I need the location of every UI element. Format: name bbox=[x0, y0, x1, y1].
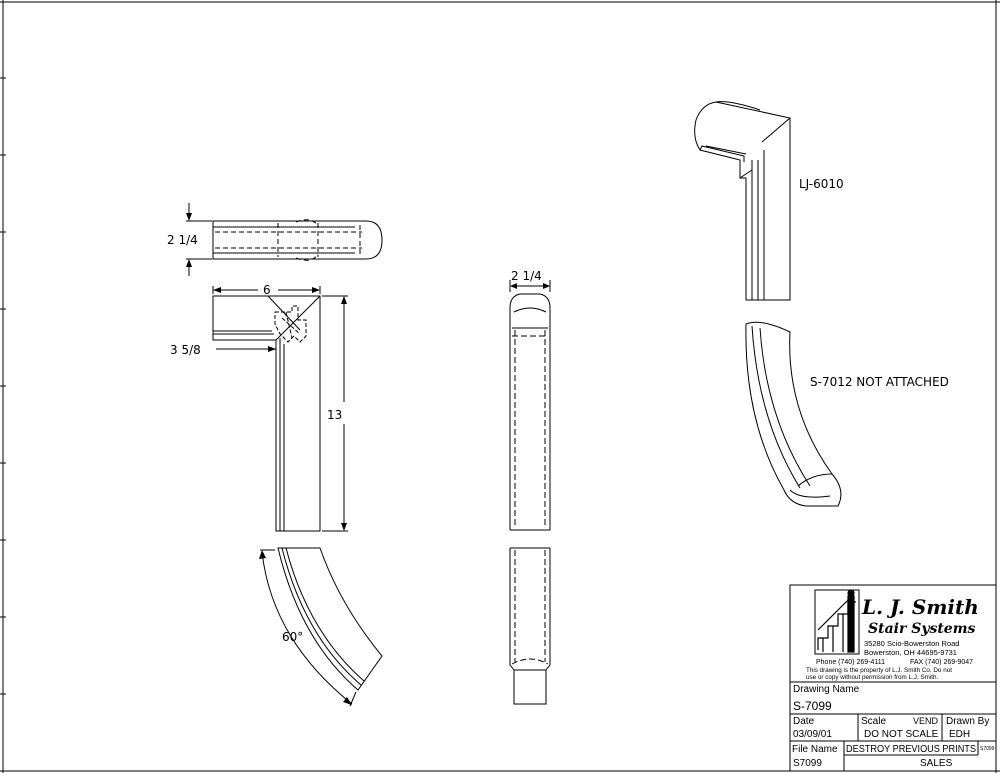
drawing-name-label: Drawing Name bbox=[793, 684, 860, 695]
front-view-arrows bbox=[510, 283, 550, 289]
address-line-1: 35280 Scio-Bowerston Road bbox=[864, 639, 959, 648]
phone: Phone (740) 269-4111 bbox=[816, 659, 885, 666]
brand-name: L. J. Smith bbox=[861, 595, 979, 619]
address-line-2: Bowerston, OH 44695-9731 bbox=[864, 648, 957, 657]
scale-label: Scale bbox=[861, 716, 886, 727]
fax: FAX (740) 269-9047 bbox=[910, 659, 973, 666]
title-block: L. J. Smith Stair Systems 35280 Scio-Bow… bbox=[789, 584, 997, 772]
front-view bbox=[509, 280, 551, 705]
top-view bbox=[186, 203, 383, 276]
side-view bbox=[212, 286, 348, 532]
part-label-s-7012: S-7012 NOT ATTACHED bbox=[810, 375, 949, 389]
drawn-by-label: Drawn By bbox=[946, 716, 989, 727]
brand-subtitle: Stair Systems bbox=[868, 621, 976, 637]
drawing-name: S-7099 bbox=[793, 699, 832, 713]
file-name-label: File Name bbox=[792, 744, 838, 755]
small-ref: S7099 bbox=[980, 746, 995, 752]
dim-front-width: 2 1/4 bbox=[511, 269, 542, 283]
dim-angle: 60° bbox=[282, 630, 303, 644]
dim-top-height: 2 1/4 bbox=[167, 233, 198, 247]
part-label-lj-6010: LJ-6010 bbox=[799, 177, 844, 191]
stair-logo-icon bbox=[817, 589, 856, 653]
side-view-arrows bbox=[213, 287, 347, 531]
date-label: Date bbox=[793, 716, 815, 727]
s-7012-fitting bbox=[745, 321, 842, 507]
destroy-notice: DESTROY PREVIOUS PRINTS bbox=[846, 744, 976, 755]
top-view-arrows bbox=[186, 213, 192, 267]
department: SALES bbox=[920, 758, 953, 769]
file-name: S7099 bbox=[793, 758, 822, 769]
date: 03/09/01 bbox=[793, 729, 832, 740]
notice-line-1: This drawing is the property of L.J. Smi… bbox=[806, 667, 952, 674]
drawn-by: EDH bbox=[949, 729, 970, 740]
notice-line-2: use or copy without permission from L.J.… bbox=[806, 674, 939, 681]
curved-view bbox=[260, 547, 383, 707]
dim-offset: 3 5/8 bbox=[170, 343, 201, 357]
dim-height: 13 bbox=[327, 408, 342, 422]
left-edge-ticks bbox=[0, 77, 6, 695]
scale: DO NOT SCALE bbox=[864, 729, 939, 740]
dim-length: 6 bbox=[263, 283, 271, 297]
curved-view-arrows bbox=[259, 550, 352, 705]
vend: VEND bbox=[913, 716, 939, 726]
lj-6010-fitting bbox=[694, 101, 791, 301]
